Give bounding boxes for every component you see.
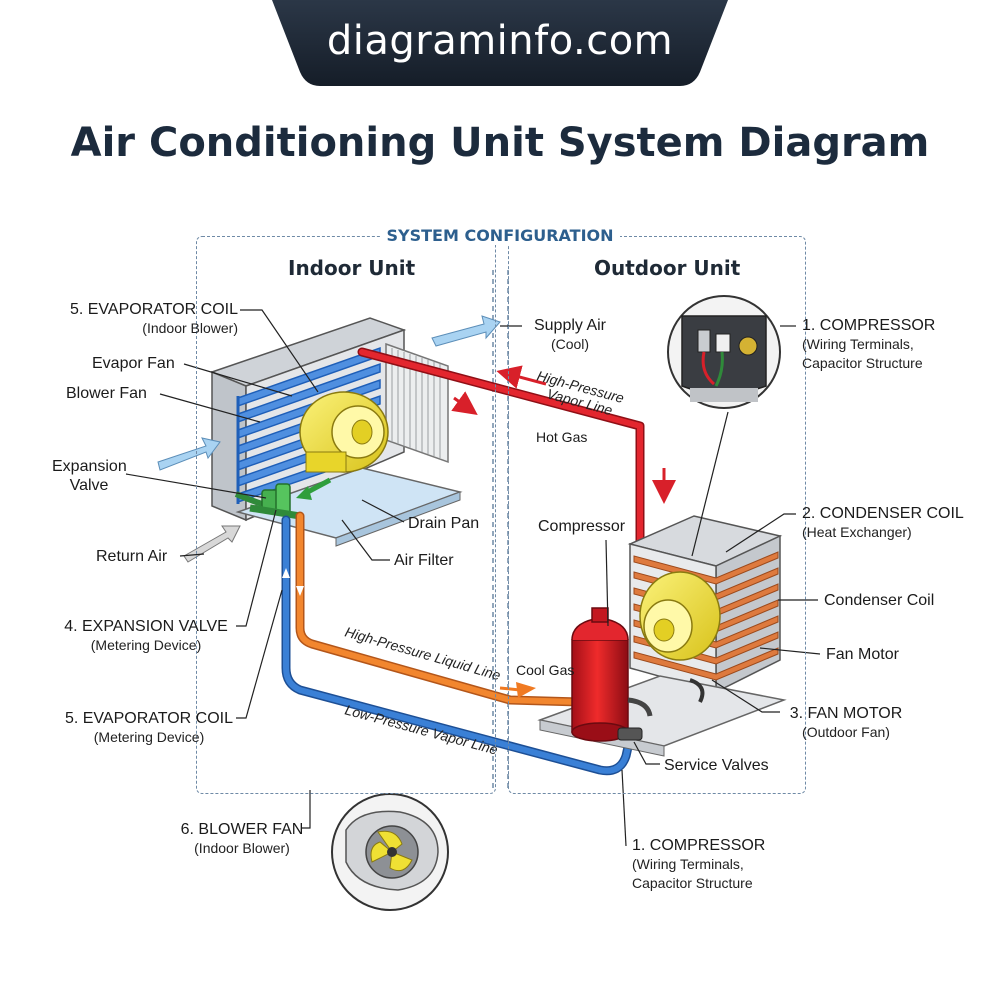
frame-title: SYSTEM CONFIGURATION [380, 226, 620, 245]
indoor-frame [196, 236, 496, 794]
label-fan-motor-num: 3. FAN MOTOR (Outdoor Fan) [789, 705, 903, 740]
indoor-blower-shape [299, 391, 389, 473]
label-supply-air: Supply Air (Cool) [533, 317, 607, 352]
compressor-shape [571, 607, 653, 742]
label-evapor-fan: Evapor Fan [92, 355, 175, 372]
label-return-air: Return Air [96, 548, 168, 565]
label-evap-coil-bottom: 5. EVAPORATOR COIL (Metering Device) [64, 710, 234, 745]
outdoor-unit-title: Outdoor Unit [594, 256, 741, 280]
label-compressor-top: 1. COMPRESSOR (Wiring Terminals, Capacit… [802, 317, 936, 371]
label-fan-motor: Fan Motor [826, 646, 899, 663]
label-compressor-bottom: 1. COMPRESSOR (Wiring Terminals, Capacit… [632, 837, 766, 891]
label-expansion-valve: Expansion Valve [52, 458, 127, 494]
label-hot-gas: Hot Gas [536, 429, 588, 445]
label-blower-fan-inset: 6. BLOWER FAN (Indoor Blower) [180, 821, 304, 856]
outdoor-frame [508, 236, 806, 794]
label-condenser-coil: Condenser Coil [824, 592, 935, 609]
label-blower-fan: Blower Fan [66, 385, 147, 402]
flow-arrows [282, 365, 676, 698]
leader-lines [125, 309, 821, 847]
blower-fan-inset [331, 793, 449, 911]
label-air-filter: Air Filter [394, 552, 454, 569]
compressor-inset [667, 295, 781, 409]
refrigerant-pipes [281, 347, 645, 776]
label-compressor: Compressor [538, 518, 626, 535]
label-expansion-valve-metering: 4. EXPANSION VALVE (Metering Device) [64, 618, 228, 653]
site-name: diagraminfo.com [326, 18, 674, 64]
label-evap-coil-top: 5. EVAPORATOR COIL (Indoor Blower) [69, 301, 238, 336]
indoor-unit-drawing [209, 317, 463, 547]
label-condenser-coil-num: 2. CONDENSER COIL (Heat Exchanger) [802, 505, 964, 540]
air-arrows [157, 315, 501, 563]
indoor-unit-title: Indoor Unit [288, 256, 416, 280]
label-drain-pan: Drain Pan [408, 515, 480, 532]
site-banner [272, 0, 728, 86]
outdoor-condenser-shape [537, 515, 787, 757]
label-service-valves: Service Valves [664, 757, 769, 774]
label-cool-gas: Cool Gas [516, 662, 575, 678]
page-title: Air Conditioning Unit System Diagram [70, 120, 930, 166]
